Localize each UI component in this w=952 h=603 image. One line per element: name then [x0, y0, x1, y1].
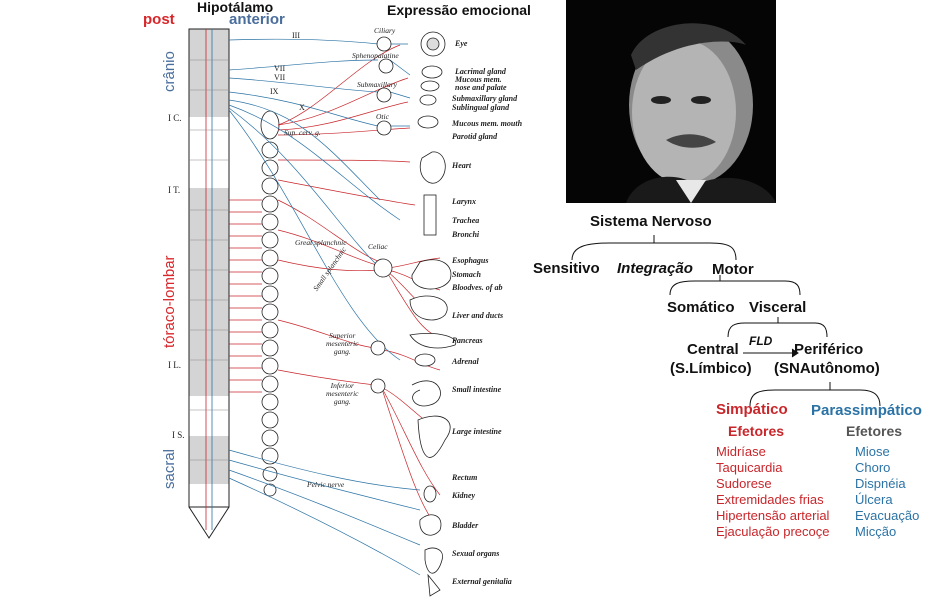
organ-eye: Eye [455, 39, 468, 48]
post-label: post [143, 11, 175, 28]
organ-adrenal: Adrenal [452, 357, 479, 366]
tree-sensitivo: Sensitivo [533, 260, 600, 277]
organ-mucous-nose: Mucous mem. [455, 75, 502, 84]
list-item: Midríase [716, 444, 766, 459]
thoracolumbar-gray-region [189, 188, 229, 396]
level-it: I T. [168, 185, 181, 195]
list-item: Extremidades frias [716, 492, 824, 507]
tree-snautonomo: (SNAutônomo) [774, 360, 880, 377]
organ-bladder: Bladder [452, 521, 479, 530]
organ-liver: Liver and ducts [452, 311, 504, 320]
organ-external-genitalia: External genitalia [452, 577, 512, 586]
tree-integracao: Integração [617, 260, 693, 277]
level-il: I L. [168, 360, 181, 370]
autonomic-diagram [188, 28, 457, 597]
tree-somatico: Somático [667, 299, 735, 316]
list-item: Miose [855, 444, 890, 459]
list-item: Taquicardia [716, 460, 783, 475]
organ-bloodves: Bloodves. of ab [452, 283, 503, 292]
sphenopalatine-label: Sphenopalatine [352, 51, 399, 60]
sup-cerv-label: Sup. cerv. g. [284, 128, 321, 137]
organ-large-intestine: Large intestine [452, 427, 502, 436]
list-item: Choro [855, 460, 891, 475]
parasympathetic-fibers [228, 38, 421, 576]
cranial-gray-region [189, 29, 229, 117]
nerve-vii: VII [274, 64, 286, 73]
tree-central: Central [687, 341, 739, 358]
organ-larynx: Larynx [452, 197, 476, 206]
organ-esophagus: Esophagus [452, 256, 489, 265]
parassimpatico-title: Parassimpático [811, 402, 922, 419]
portrait-photo [566, 0, 776, 203]
organ-small-intestine: Small intestine [452, 385, 502, 394]
submaxillary-label: Submaxillary [357, 80, 397, 89]
list-item: Sudorese [716, 476, 772, 491]
ciliary-label: Ciliary [374, 26, 396, 35]
superior-mesenteric-label: Superior mesenteric gang. [326, 331, 359, 356]
organ-submaxillary: Submaxillary gland [452, 94, 518, 103]
tree-slimbico: (S.Límbico) [670, 360, 752, 377]
parassimpatico-list: Miose Choro Dispnéia Úlcera Evacuação Mi… [855, 444, 919, 540]
organ-trachea: Trachea [452, 216, 480, 225]
tree-motor: Motor [712, 261, 754, 278]
level-ic: I C. [168, 113, 182, 123]
nerve-x: X [299, 103, 305, 112]
organ-heart: Heart [452, 161, 472, 170]
list-item: Micção [855, 524, 897, 539]
list-item: Evacuação [855, 508, 920, 523]
organ-pancreas: Pancreas [452, 336, 483, 345]
level-is: I S. [172, 430, 185, 440]
simpatico-list: Midríase Taquicardia Sudorese Extremidad… [716, 444, 829, 540]
tree-fld: FLD [749, 334, 773, 348]
simpatico-efetores: Efetores [728, 423, 785, 439]
tree-periferico: Periférico [794, 341, 864, 358]
organ-kidney: Kidney [452, 491, 476, 500]
organ-mucous-mouth: Mucous mem. mouth [452, 119, 523, 128]
emotional-expression-label: Expressão emocional [387, 2, 531, 18]
ganglia [370, 36, 394, 394]
portrait-image [566, 0, 776, 203]
list-item: Ejaculação precoçe [716, 524, 830, 539]
list-item: Dispnéia [855, 476, 906, 491]
organ-sexual: Sexual organs [452, 549, 500, 558]
pelvic-nerve-label: Pelvic nerve [307, 480, 345, 489]
nerve-ix: IX [270, 87, 279, 96]
spinal-cord [188, 28, 230, 539]
sacral-region-label: sacral [161, 448, 178, 489]
sympathetic-chain [260, 110, 280, 497]
otic-label: Otic [376, 112, 389, 121]
tree-sistema-nervoso: Sistema Nervoso [590, 213, 712, 230]
sympathetic-fibers [229, 44, 441, 531]
organ-drawings [409, 31, 457, 597]
inferior-mesenteric-label: Inferior mesenteric gang. [326, 381, 359, 406]
list-item: Úlcera [855, 492, 893, 507]
organ-lacrimal: Lacrimal gland [455, 67, 506, 76]
tree-visceral: Visceral [749, 299, 807, 316]
great-splanchnic-label: Great splanchnic [295, 238, 347, 247]
organ-parotid: Parotid gland [452, 132, 498, 141]
tree-brackets [571, 235, 828, 358]
hypothalamus-label: Hipotálamo [197, 0, 274, 15]
cranio-region-label: crânio [161, 51, 178, 92]
organ-stomach: Stomach [452, 270, 481, 279]
nerve-iii: III [292, 31, 300, 40]
parassimpatico-efetores: Efetores [846, 423, 903, 439]
organ-sublingual: Sublingual gland [452, 103, 510, 112]
organ-rectum: Rectum [452, 473, 478, 482]
toraco-lombar-region-label: tóraco-lombar [161, 255, 178, 348]
simpatico-title: Simpático [716, 401, 788, 418]
list-item: Hipertensão arterial [716, 508, 830, 523]
autonomic-bracket [749, 382, 881, 407]
organ-nose-palate: nose and palate [455, 83, 507, 92]
nerve-vii-2: VII [274, 73, 286, 82]
anterior-label: anterior [229, 11, 285, 28]
celiac-label: Celiac [368, 242, 388, 251]
organ-bronchi: Bronchi [452, 230, 480, 239]
